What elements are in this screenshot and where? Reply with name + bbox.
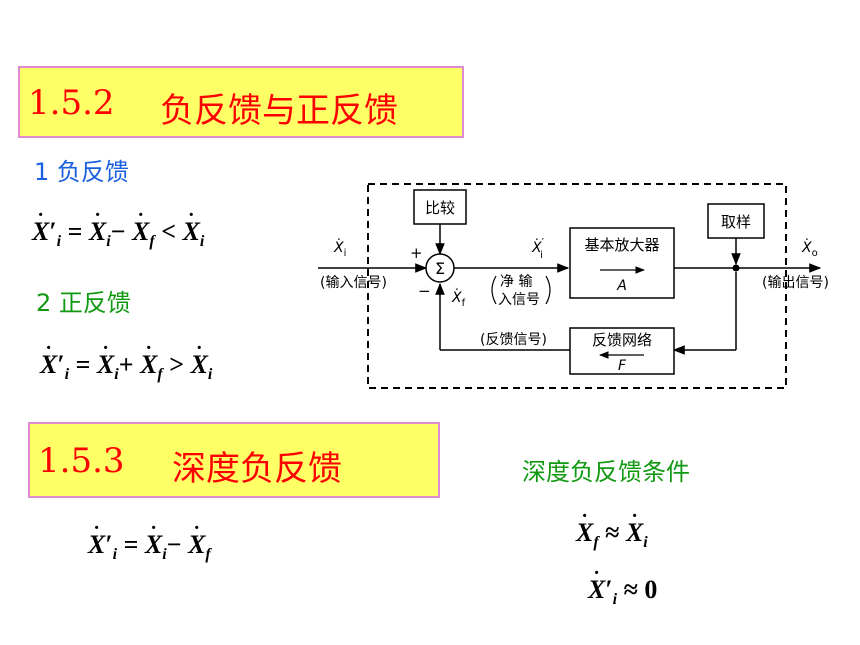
svg-text:.: . bbox=[535, 229, 539, 243]
feedback-signal-label: (反馈信号) bbox=[480, 332, 547, 348]
svg-text:.: . bbox=[805, 229, 809, 243]
basic-amplifier-box bbox=[569, 227, 675, 299]
net-input-label-2: 入信号 bbox=[498, 292, 540, 308]
condition-equation-1: Xf ≈ Xi bbox=[576, 518, 648, 552]
conditions-title: 深度负反馈条件 bbox=[522, 458, 690, 486]
amplifier-label: 基本放大器 bbox=[584, 236, 659, 254]
net-input-label-1: 净 输 bbox=[500, 274, 532, 290]
dashed-frame bbox=[367, 183, 787, 389]
section-number-2: 1.5.3 bbox=[38, 441, 125, 481]
amplifier-symbol: A bbox=[616, 278, 627, 294]
section-title: 负反馈与正反馈 bbox=[160, 91, 398, 131]
sampling-node bbox=[732, 264, 740, 272]
svg-text:.: . bbox=[455, 279, 459, 293]
deep-feedback-equation: X′i = Xi− Xf bbox=[88, 530, 211, 564]
negative-feedback-equation: X′i = Xi− Xf < Xi bbox=[32, 217, 204, 251]
net-input-symbol: X′i bbox=[531, 236, 545, 261]
output-label: (输出信号) bbox=[762, 275, 829, 291]
section-number: 1.5.2 bbox=[28, 83, 115, 123]
feedback-symbol: Xf bbox=[451, 290, 466, 309]
compare-label: 比较 bbox=[425, 199, 455, 217]
positive-feedback-equation: X′i = Xi+ Xf > Xi bbox=[40, 350, 212, 384]
feedback-network-box bbox=[569, 327, 675, 375]
sigma-symbol: Σ bbox=[435, 259, 445, 278]
output-symbol: Xo bbox=[801, 240, 818, 259]
feedback-block-diagram: 比较 Σ + − Xi . (输入信号) X′i . 净 输 入信号 Xf . … bbox=[318, 183, 829, 389]
plus-sign: + bbox=[410, 244, 423, 262]
positive-feedback-label: 2 正反馈 bbox=[36, 289, 131, 317]
minus-sign: − bbox=[418, 282, 431, 300]
sampling-label: 取样 bbox=[721, 213, 751, 231]
feedback-network-label: 反馈网络 bbox=[592, 331, 652, 349]
negative-feedback-label: 1 负反馈 bbox=[34, 158, 129, 186]
input-label: (输入信号) bbox=[320, 275, 387, 291]
condition-equation-2: X′i ≈ 0 bbox=[588, 575, 657, 609]
input-symbol: Xi bbox=[333, 240, 346, 259]
section-heading-box bbox=[18, 66, 464, 138]
section-title-2: 深度负反馈 bbox=[172, 449, 342, 489]
section-heading-box-2 bbox=[28, 422, 440, 498]
svg-text:.: . bbox=[337, 229, 341, 243]
feedback-network-symbol: F bbox=[618, 358, 627, 374]
